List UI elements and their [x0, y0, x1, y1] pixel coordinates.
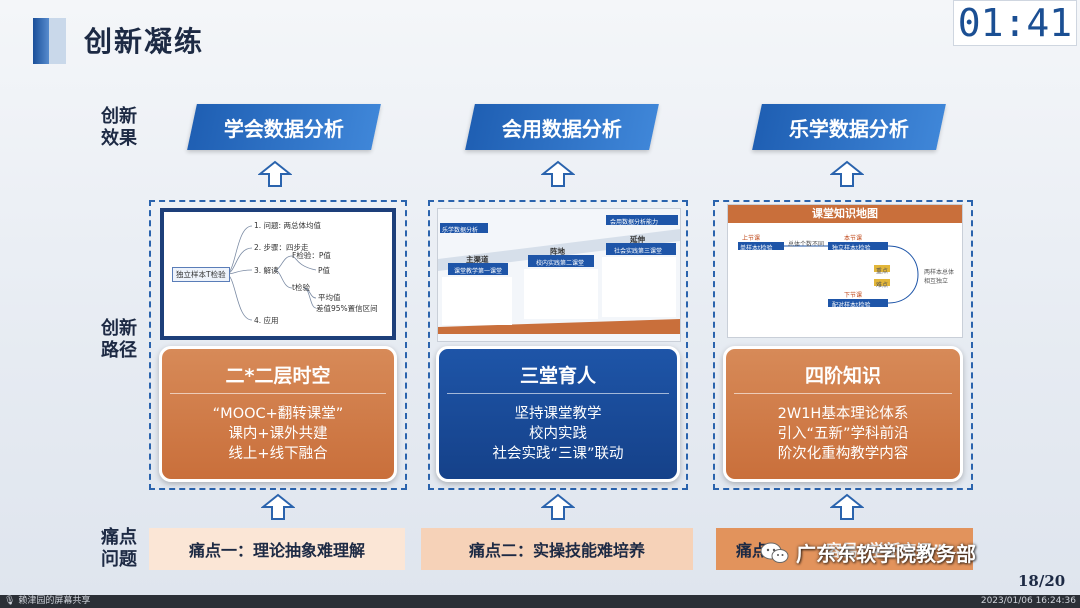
knowledge-node: 配对样本t检验 — [832, 302, 871, 309]
knowledge-next: 下节课 — [844, 292, 863, 299]
banner-learn: 学会数据分析 — [187, 104, 381, 150]
card-title: 三堂育人 — [519, 365, 596, 387]
path-col-sub: 课堂教学第一课堂 — [454, 268, 503, 275]
mindmap-node: 3. 解读 — [254, 266, 279, 275]
arrow-up-icon — [258, 160, 292, 187]
card-line: 课内+课外共建 — [228, 426, 328, 442]
screen-share-text: 赖津园的屏幕共享 — [18, 596, 91, 606]
mindmap-root: 独立样本T检验 — [172, 267, 230, 282]
path-thumbnail: 乐学数据分析 会用数据分析能力 主渠道 课堂教学第一课堂 阵地 校内实践第二课堂… — [437, 208, 681, 342]
knowledge-map-shapes — [738, 242, 919, 307]
mindmap-node: 平均值 — [318, 293, 341, 302]
arrow-up-icon — [541, 160, 575, 187]
watermark: 广东东软学院教务部 — [760, 538, 976, 567]
knowledge-key: 难点 — [876, 282, 889, 289]
card-line: 引入“五新”学科前沿 — [777, 426, 909, 442]
arrow-up-icon — [261, 493, 295, 520]
arrow-up-icon — [541, 493, 575, 520]
status-timestamp: 2023/01/06 16:24:36 — [980, 596, 1076, 606]
mindmap-node: 4. 应用 — [254, 316, 279, 325]
mindmap-thumbnail: 独立样本T检验 1. 问题: 两总体均值 2. 步骤：四步走 3. 解读 F检验… — [160, 208, 396, 340]
label-effect: 创新效果 — [101, 106, 137, 149]
knowledge-pre: 上节课 — [742, 235, 761, 242]
card-line: 阶次化重构教学内容 — [777, 446, 909, 462]
microphone-icon[interactable]: 🎙 — [4, 596, 16, 606]
card-time-space: 二*二层时空 “MOOC+翻转课堂” 课内+课外共建 线上+线下融合 — [159, 346, 397, 482]
card-line: 2W1H基本理论体系 — [777, 406, 909, 422]
path-col-title: 主渠道 — [466, 255, 489, 264]
card-three-halls: 三堂育人 坚持课堂教学 校内实践 社会实践“三课”联动 — [436, 346, 680, 482]
label-pain: 痛点问题 — [101, 527, 137, 570]
knowledge-cur: 本节课 — [844, 235, 863, 242]
card-title: 四阶知识 — [804, 365, 881, 387]
mindmap-node: 1. 问题: 两总体均值 — [254, 221, 321, 230]
mindmap-node: t检验 — [292, 283, 310, 292]
banner-enjoy: 乐学数据分析 — [752, 104, 946, 150]
card-four-stage: 四阶知识 2W1H基本理论体系 引入“五新”学科前沿 阶次化重构教学内容 — [723, 346, 963, 482]
card-line: 坚持课堂教学 — [514, 406, 602, 422]
knowledge-map-thumbnail: 课堂知识地图 上节课 本节课 下节课 单样本t检验 独立样本t检验 配对样本t检… — [727, 204, 963, 338]
knowledge-key: 重点 — [876, 268, 889, 275]
path-tag: 乐学数据分析 — [442, 227, 479, 234]
pain-point-3-label: 痛点 — [736, 541, 769, 560]
pain-point-2: 痛点二：实操技能难培养 — [421, 528, 693, 570]
mindmap-node: 差值95%置信区间 — [316, 304, 378, 313]
mindmap-node: P值 — [318, 266, 331, 275]
path-group-1 — [149, 200, 407, 490]
title-accent-bar-light — [49, 18, 66, 64]
path-col-title: 延伸 — [630, 235, 645, 244]
card-line: “MOOC+翻转课堂” — [212, 406, 344, 422]
pain-point-3: 痛点 容易“学新忘旧” — [716, 528, 973, 570]
page-number: 18/20 — [1018, 572, 1066, 590]
pain-point-3-text: 容易“学新忘旧” — [826, 541, 944, 560]
path-group-3 — [713, 200, 973, 490]
path-group-2 — [428, 200, 688, 490]
knowledge-hint: 总体个数不同 — [788, 241, 825, 248]
banner-use: 会用数据分析 — [465, 104, 659, 150]
label-path: 创新路径 — [101, 318, 137, 361]
knowledge-node: 单样本t检验 — [740, 245, 773, 252]
status-bar: 🎙 赖津园的屏幕共享 2023/01/06 16:24:36 — [0, 595, 1080, 608]
pain-point-1: 痛点一：理论抽象难理解 — [149, 528, 405, 570]
mindmap-node: F检验：P值 — [292, 251, 331, 260]
watermark-text: 广东东软学院教务部 — [796, 542, 976, 566]
knowledge-map-title: 课堂知识地图 — [728, 205, 962, 223]
countdown-timer: 01:41 — [953, 0, 1077, 46]
mindmap-node: 2. 步骤：四步走 — [254, 243, 309, 252]
card-title: 二*二层时空 — [225, 365, 331, 387]
path-thumbnail-shapes — [438, 215, 680, 334]
card-line: 校内实践 — [529, 426, 587, 442]
slide-title: 创新凝练 — [84, 25, 205, 58]
path-tag: 会用数据分析能力 — [610, 219, 659, 226]
path-col-title: 阵地 — [550, 247, 565, 256]
path-col-sub: 社会实践第三课堂 — [614, 248, 663, 255]
knowledge-node: 独立样本t检验 — [832, 245, 871, 252]
path-col-sub: 校内实践第二课堂 — [536, 260, 585, 267]
arrow-up-icon — [830, 160, 864, 187]
card-line: 线上+线下融合 — [228, 446, 328, 462]
knowledge-note: 两样本总体 相互独立 — [924, 269, 955, 285]
wechat-icon — [760, 542, 789, 563]
card-line: 社会实践“三课”联动 — [492, 446, 624, 462]
title-accent-bar — [33, 18, 50, 64]
slide: 创新凝练 创新效果 创新路径 痛点问题 学会数据分析 会用数据分析 乐学数据分析 — [0, 0, 1080, 595]
screen-share-label[interactable]: 🎙 赖津园的屏幕共享 — [4, 595, 90, 608]
arrow-up-icon — [830, 493, 864, 520]
